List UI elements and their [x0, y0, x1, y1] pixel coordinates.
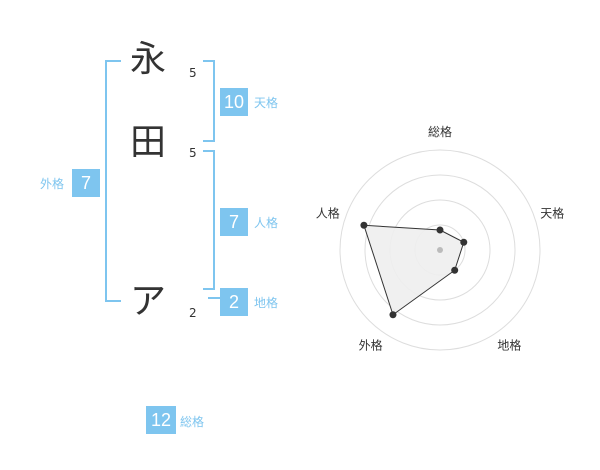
tenkaku-bracket [203, 60, 215, 142]
radar-point-2 [460, 238, 468, 246]
chikaku-label: 地格 [254, 296, 279, 310]
radar-grid-ring-4 [339, 149, 541, 351]
radar-center-dot [437, 247, 443, 253]
radar-value-polygon [363, 224, 465, 316]
tenkaku-label: 天格 [254, 96, 279, 110]
radar-axis-label-1: 総格 [428, 124, 452, 139]
gaikaku-value: 7 [72, 169, 100, 197]
radar-point-5 [360, 221, 368, 229]
soukaku-label: 総格 [180, 415, 205, 429]
radar-axis-label-2: 天格 [540, 206, 564, 221]
radar-point-4 [389, 311, 397, 319]
chikaku-value: 2 [220, 288, 248, 316]
name-char-1: 永 [129, 39, 166, 80]
jinkaku-label: 人格 [254, 216, 279, 230]
radar-axis-label-5: 人格 [316, 206, 340, 221]
chikaku-connector [208, 297, 220, 299]
tenkaku-value: 10 [220, 88, 248, 116]
radar-point-1 [436, 226, 444, 234]
gaikaku-bracket [105, 60, 121, 302]
radar-grid-ring-3 [364, 174, 516, 326]
gaikaku-label: 外格 [40, 177, 65, 191]
radar-axis-label-4: 外格 [359, 337, 383, 352]
name-char-2: 田 [129, 122, 166, 163]
stroke-count-2: 5 [189, 146, 197, 160]
soukaku-value: 12 [146, 406, 176, 434]
radar-axis-label-3: 地格 [497, 337, 521, 352]
stroke-count-1: 5 [189, 66, 197, 80]
jinkaku-bracket [203, 150, 215, 290]
radar-point-3 [451, 266, 459, 274]
stroke-count-3: 2 [189, 306, 197, 320]
jinkaku-value: 7 [220, 208, 248, 236]
name-char-3: ア [129, 281, 166, 322]
